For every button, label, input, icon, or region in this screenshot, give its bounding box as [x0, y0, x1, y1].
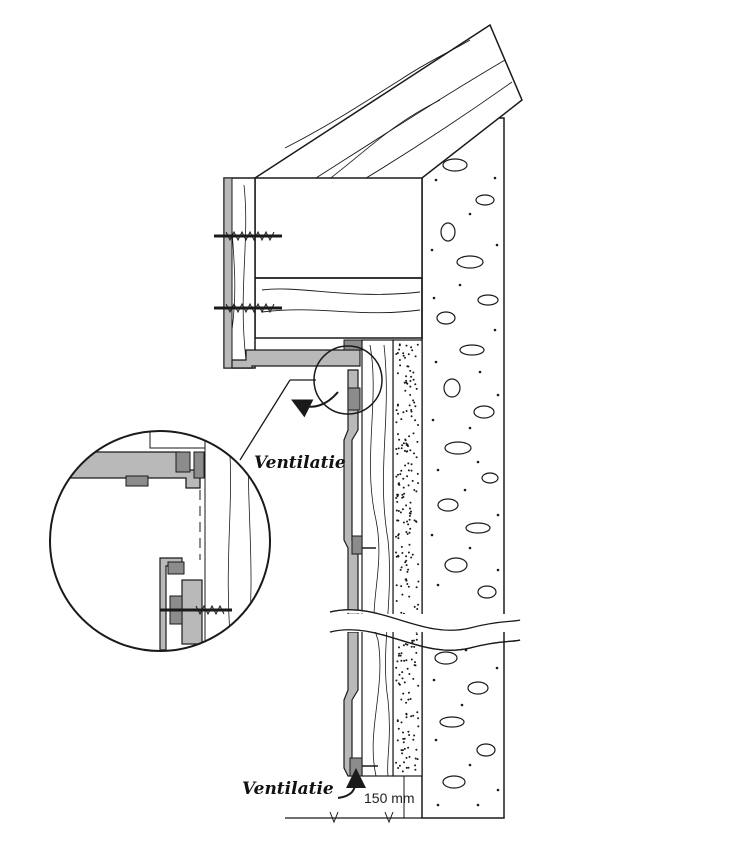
screw-icon — [160, 604, 232, 616]
break-line — [329, 609, 521, 651]
curved-arrow-icon — [291, 391, 339, 418]
insulation-layer — [392, 339, 423, 777]
timber-batten — [361, 339, 394, 777]
fascia-screws — [214, 230, 282, 314]
dimension-label: 150 mm — [364, 790, 415, 806]
wall-plate — [254, 177, 423, 339]
screw-icon — [214, 302, 282, 314]
ventilation-bottom: Ventilatie — [242, 768, 366, 799]
ground-line — [285, 811, 422, 824]
magnified-detail — [49, 430, 271, 652]
screw-icon — [214, 230, 282, 242]
concrete-wall — [421, 117, 505, 819]
fascia-board — [223, 177, 256, 369]
dimension-150mm: 150 mm — [364, 775, 422, 818]
ventilation-bottom-label: Ventilatie — [242, 779, 334, 799]
airflow-arrow-icon — [337, 768, 366, 799]
ventilation-top-label: Ventilatie — [254, 453, 346, 473]
detail-callout — [239, 345, 383, 461]
